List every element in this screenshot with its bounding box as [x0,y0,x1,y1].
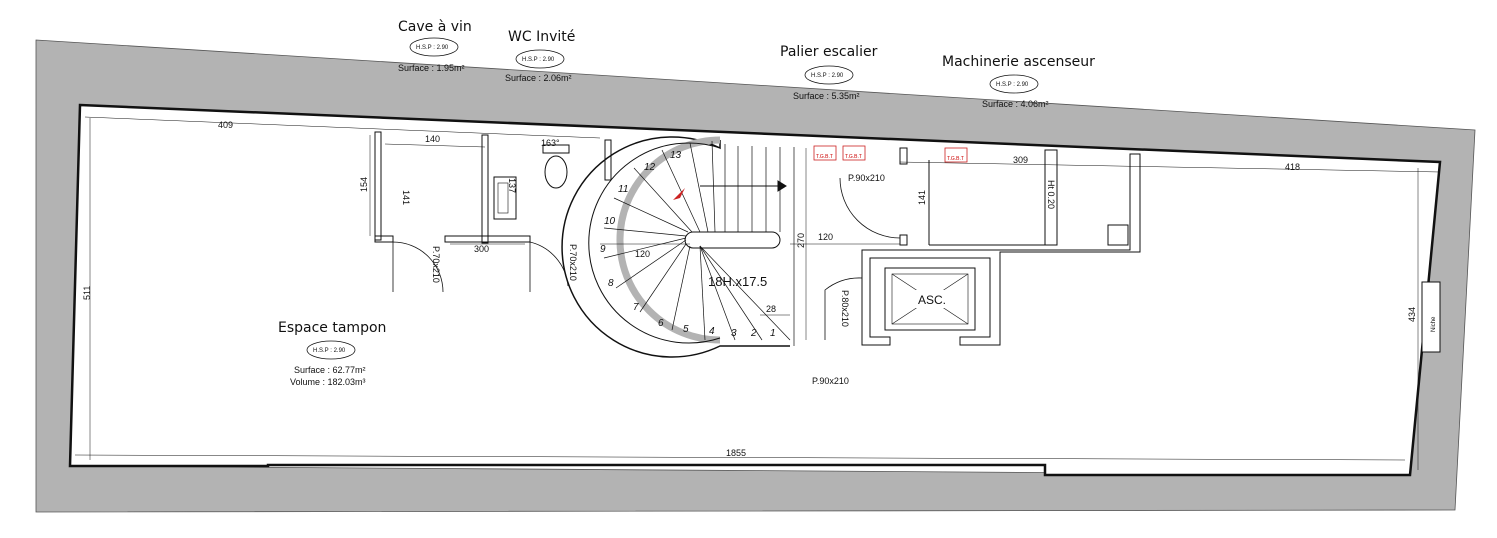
step-10: 10 [604,216,616,227]
dim-309: 309 [1013,155,1028,165]
niche [1421,281,1441,353]
surface-machinerie: Surface : 4.06m² [982,99,1049,109]
floor-area [68,103,1442,477]
step-12: 12 [644,162,656,173]
dim-28: 28 [766,304,776,314]
toilet-icon [544,155,568,189]
dim-1855: 1855 [726,448,746,458]
hsp-badge-machinerie [989,74,1039,94]
hsp-badge-wc [515,49,565,69]
hsp-badge-cave [409,37,459,57]
step-8: 8 [608,278,614,289]
dim-418: 418 [1285,162,1300,172]
dim-154: 154 [359,177,369,192]
door-label-wc: P.70x210 [568,244,578,281]
hsp-wc: H.S.P : 2.90 [522,57,555,63]
hsp-espace: H.S.P : 2.90 [313,348,346,354]
dim-300: 300 [474,244,489,254]
step-13: 13 [670,150,682,161]
dim-120a: 120 [635,249,650,259]
dim-140: 140 [425,134,440,144]
tgbt-c: T.G.B.T [947,156,964,162]
niche-label: Niche [1431,316,1437,332]
dimension-lines [74,116,1441,470]
step-11: 11 [618,184,628,195]
door-label-main: P.90x210 [812,376,849,386]
step-5: 5 [683,324,689,335]
dim-141a: 141 [401,190,411,205]
staircase [561,136,795,358]
dim-137: 137 [507,178,517,193]
stair-arrow-marker [673,188,685,200]
tgbt-b: T.G.B.T [845,154,862,160]
dim-120b: 120 [818,232,833,242]
hsp-badge-espace [306,340,356,360]
hsp-badge-palier [804,65,854,85]
room-title-espace: Espace tampon [278,320,386,336]
sink-icon [493,176,517,220]
dim-163: 163° [541,138,560,148]
room-title-machinerie: Machinerie ascenseur [942,54,1095,70]
hsp-cave: H.S.P : 2.90 [416,45,449,51]
dim-270: 270 [796,233,806,248]
surface-wc: Surface : 2.06m² [505,73,572,83]
toilet-tank [542,144,570,154]
hsp-palier: H.S.P : 2.90 [811,73,844,79]
stair-label: 18H.x17.5 [708,274,767,289]
volume-espace: Volume : 182.03m³ [290,377,366,387]
room-title-wc: WC Invité [508,29,575,45]
step-6: 6 [658,318,664,329]
step-2: 2 [750,328,757,339]
dim-511: 511 [82,286,92,300]
door-palier [839,177,901,239]
elevator-label: ASC. [918,293,946,307]
door-label-cave: P.70x210 [431,246,441,283]
tgbt-a: T.G.B.T [816,154,833,160]
surface-cave: Surface : 1.95m² [398,63,465,73]
dim-409: 409 [218,120,233,130]
door-label-escape: P.80x210 [840,290,850,327]
surface-palier: Surface : 5.35m² [793,91,860,101]
dim-ht020: Ht 0.20 [1046,180,1056,209]
tgbt-panels [813,145,968,163]
step-9: 9 [600,244,606,255]
dim-434: 434 [1407,307,1417,322]
step-4: 4 [709,326,715,337]
step-7: 7 [633,302,639,313]
door-cave [392,241,444,293]
door-label-palier: P.90x210 [848,173,885,183]
room-title-palier: Palier escalier [780,44,878,60]
step-1: 1 [770,328,776,339]
step-3: 3 [731,328,737,339]
palier-walls [861,147,1141,346]
hsp-machinerie: H.S.P : 2.90 [996,82,1029,88]
door-escape [824,277,863,340]
surface-espace: Surface : 62.77m² [294,365,366,375]
room-title-cave: Cave à vin [398,19,472,35]
dim-141b: 141 [917,190,927,205]
